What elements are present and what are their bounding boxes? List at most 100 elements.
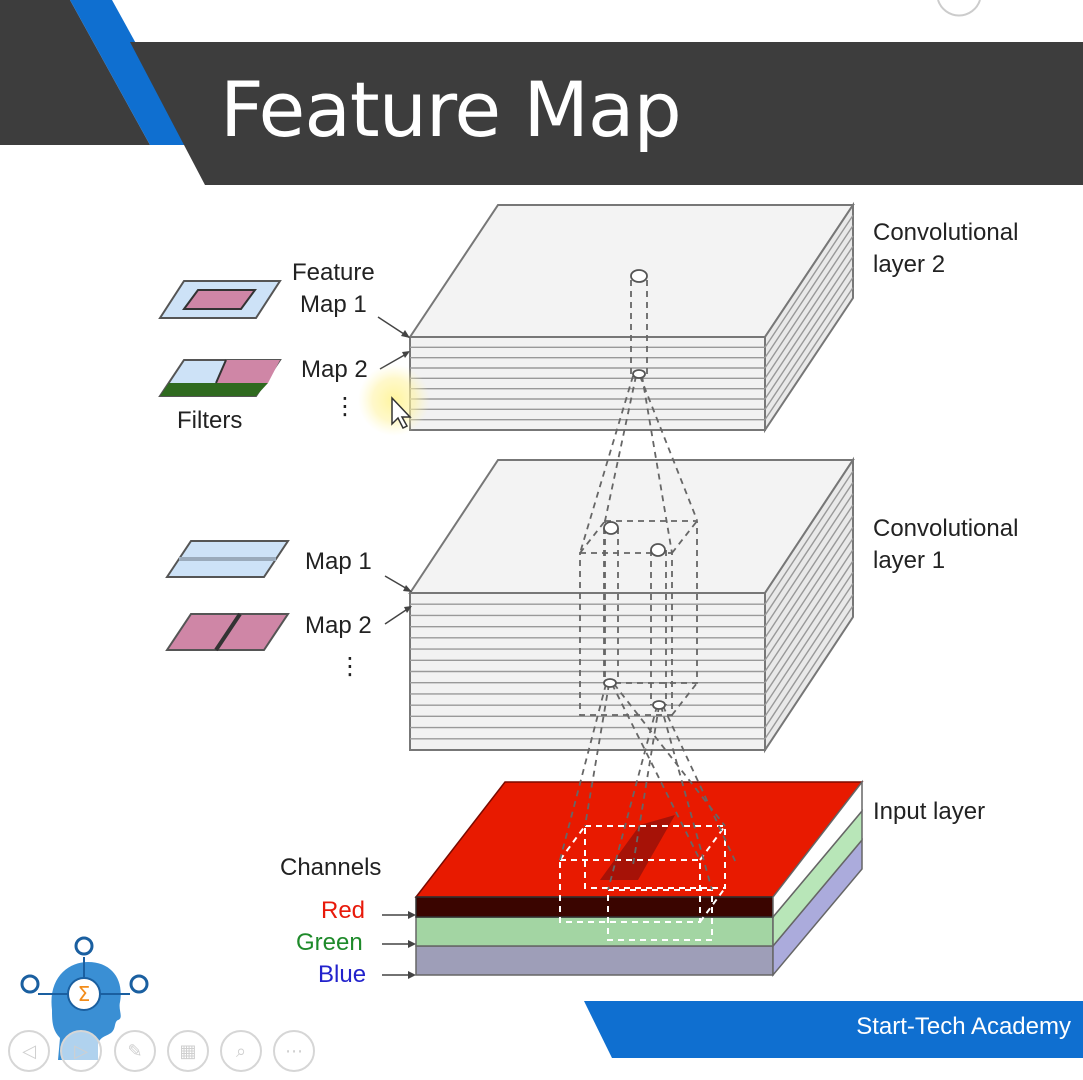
prev-slide-icon: ◁ xyxy=(22,1040,36,1062)
input-box-edge-3 xyxy=(699,887,726,923)
header-band xyxy=(0,0,1083,185)
arrowhead-conv2-map1 xyxy=(401,330,410,338)
zoom-button[interactable]: ⌕ xyxy=(220,1030,262,1072)
stack-line-side xyxy=(764,266,854,400)
channels-label: Channels xyxy=(280,854,382,881)
conv1-ellipsis: ⋮ xyxy=(338,652,362,680)
stack-line-side xyxy=(764,256,854,390)
conv1-box-edge-1 xyxy=(579,520,606,554)
projection-lines xyxy=(559,280,738,891)
conv2-stack-lines xyxy=(410,214,854,421)
lightbulb-icon-top xyxy=(74,936,94,956)
filters-label: Filters xyxy=(177,407,243,434)
brand-name: Start-Tech Academy xyxy=(856,1013,1071,1040)
page-title: Feature Map xyxy=(220,65,682,154)
filter-2-bottom xyxy=(160,383,268,396)
input-green-front xyxy=(415,916,774,947)
next-slide-icon: ▷ xyxy=(74,1040,88,1062)
arrowhead-conv1-map2 xyxy=(404,606,412,613)
stack-line-side xyxy=(764,235,854,369)
conv1-box-edge-3 xyxy=(671,682,698,716)
input-layer-block xyxy=(414,779,864,978)
conv1-to-input-3 xyxy=(584,683,610,827)
stack-line-side xyxy=(764,594,854,728)
input-receptive-box-2 xyxy=(607,889,713,941)
conv2-front-face xyxy=(409,336,766,431)
stack-line-side xyxy=(764,560,854,695)
conv1-to-input-7 xyxy=(632,705,660,866)
top-right-circle-fragment xyxy=(937,0,981,17)
next-slide-button[interactable]: ▷ xyxy=(60,1030,102,1072)
conv1-filters xyxy=(165,540,290,652)
input-box-edge-2 xyxy=(699,825,726,861)
more-options-button[interactable]: ⋯ xyxy=(273,1030,315,1072)
neuron-markers xyxy=(603,269,666,710)
stack-line-side xyxy=(764,493,854,628)
conv2-label: Convolutional layer 2 xyxy=(873,219,1019,278)
stack-line-side xyxy=(764,287,854,421)
header-accent-stripe xyxy=(70,0,192,145)
pen-icon: ✎ xyxy=(127,1040,143,1062)
input-dark-receptive-patch xyxy=(600,815,675,880)
logo-sigma: Σ xyxy=(78,982,91,1006)
stack-line-side xyxy=(764,549,854,684)
conv1-to-input-1 xyxy=(559,683,607,861)
conv2-to-conv1-3 xyxy=(604,375,637,522)
prev-slide-button[interactable]: ◁ xyxy=(8,1030,50,1072)
stack-line-side xyxy=(764,245,854,379)
conv-layer-1-block xyxy=(408,456,855,754)
stack-line-side xyxy=(764,515,854,650)
stack-line-side xyxy=(764,526,854,661)
arrowhead-conv1-map1 xyxy=(403,585,412,592)
conv2-to-conv1-1 xyxy=(579,375,634,554)
zoom-icon: ⌕ xyxy=(235,1040,247,1062)
conv1-to-input-5 xyxy=(607,705,658,891)
stack-line-side xyxy=(764,276,854,410)
header-title-bar xyxy=(130,42,1083,185)
input-blue-front xyxy=(415,945,774,976)
filter-2-divider xyxy=(215,359,227,384)
input-layer-label: Input layer xyxy=(873,798,986,825)
conv2-neuron-bottom xyxy=(632,369,646,379)
arrowhead-blue xyxy=(408,971,416,979)
conv2-ellipsis: ⋮ xyxy=(333,392,357,420)
pen-button[interactable]: ✎ xyxy=(114,1030,156,1072)
arrowhead-red xyxy=(408,911,416,919)
stack-line-side xyxy=(764,504,854,639)
stack-line-side xyxy=(764,605,854,740)
arrow-conv1-map2 xyxy=(384,607,410,625)
conv1-box-edge-2 xyxy=(671,520,698,554)
conv1-neuron-b xyxy=(650,543,666,557)
stack-line-side xyxy=(764,582,854,717)
brand-band xyxy=(584,1001,1083,1058)
slides-grid-icon: ▦ xyxy=(179,1040,197,1062)
conv1-to-input-8 xyxy=(662,705,738,866)
more-options-icon: ⋯ xyxy=(285,1040,303,1062)
receptive-field-guides xyxy=(559,825,726,941)
conv2-feature-map-label: Feature Map 1 xyxy=(292,259,375,318)
slides-grid-button[interactable]: ▦ xyxy=(167,1030,209,1072)
conv1-neuron-b-bottom xyxy=(652,700,666,710)
input-red-front xyxy=(415,896,774,918)
conv1-label: Convolutional layer 1 xyxy=(873,515,1019,574)
conv2-neuron-top xyxy=(630,269,648,283)
conv1-to-input-6 xyxy=(660,705,713,891)
conv1-map1-label: Map 1 xyxy=(305,548,372,575)
conv1-to-input-4 xyxy=(613,683,726,827)
arrow-conv2-map1 xyxy=(377,316,408,337)
filter-2-right xyxy=(216,360,280,383)
conv2-to-conv1-2 xyxy=(639,375,698,521)
stack-line-side xyxy=(764,538,854,672)
input-red-side xyxy=(772,779,863,920)
lightbulb-icon-right xyxy=(129,974,149,994)
header-left-bar xyxy=(0,0,150,145)
arrowhead-green xyxy=(408,940,416,948)
stack-line-side xyxy=(764,470,854,605)
conv1-neuron-a-bottom xyxy=(603,678,617,688)
filter-1-inner xyxy=(182,289,257,310)
input-box-edge-1 xyxy=(559,825,586,861)
stack-line-side xyxy=(764,214,854,348)
lightbulb-icon-left xyxy=(20,974,40,994)
